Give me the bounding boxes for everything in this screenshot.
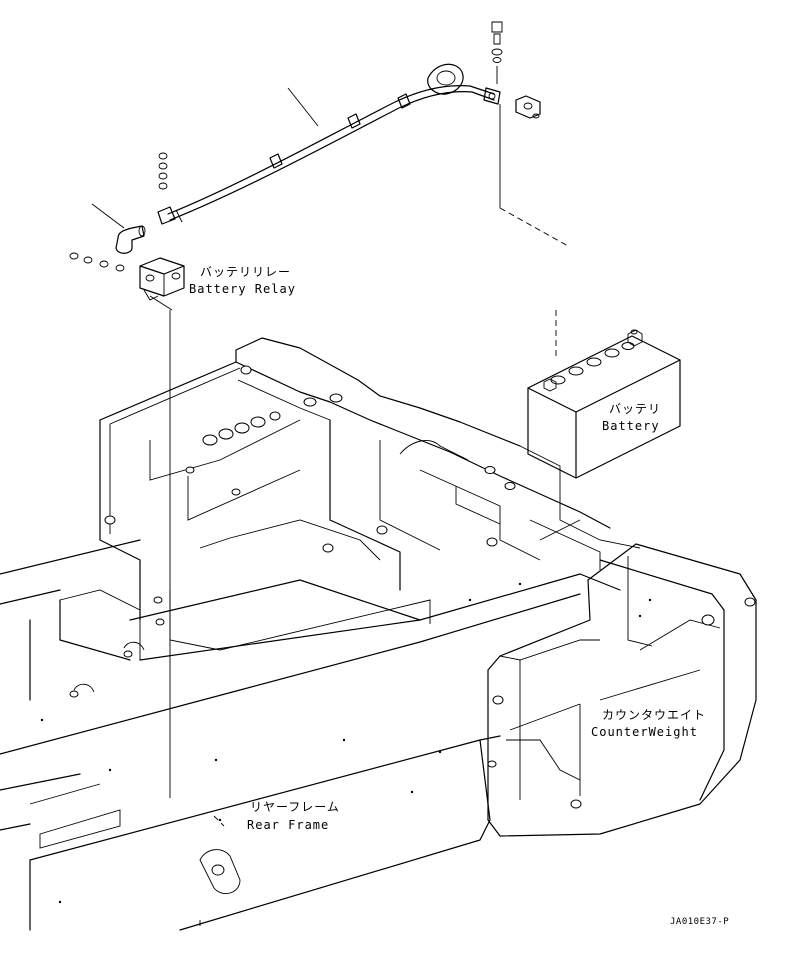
terminal-nut [515, 95, 541, 119]
drawing-code: JA010E37-P [670, 917, 729, 927]
center-line-battery-diag [499, 207, 569, 247]
label-battery-jp: バッテリ [609, 402, 661, 416]
label-battery-relay-en: Battery Relay [189, 282, 296, 296]
relay-washers [69, 252, 125, 272]
rear-frame [0, 337, 641, 931]
clamp-bolt-stack [158, 152, 168, 190]
terminal-cap [115, 225, 146, 254]
center-line-relay [149, 295, 173, 311]
label-battery-en: Battery [602, 419, 660, 433]
battery-cable [157, 63, 501, 225]
counterweight [487, 543, 757, 837]
battery [527, 329, 681, 479]
label-counterweight-jp: カウンタウエイト [602, 708, 706, 722]
terminal-bolt-stack [491, 21, 503, 84]
label-rear-frame-jp: リヤーフレーム [250, 800, 340, 814]
battery-relay [139, 257, 185, 301]
label-counterweight-en: CounterWeight [591, 725, 698, 739]
label-rear-frame-en: Rear Frame [247, 818, 329, 832]
leader-cable [287, 87, 319, 127]
leader-terminal-cap [91, 203, 125, 229]
label-battery-relay-jp: バッテリリレー [200, 265, 291, 279]
